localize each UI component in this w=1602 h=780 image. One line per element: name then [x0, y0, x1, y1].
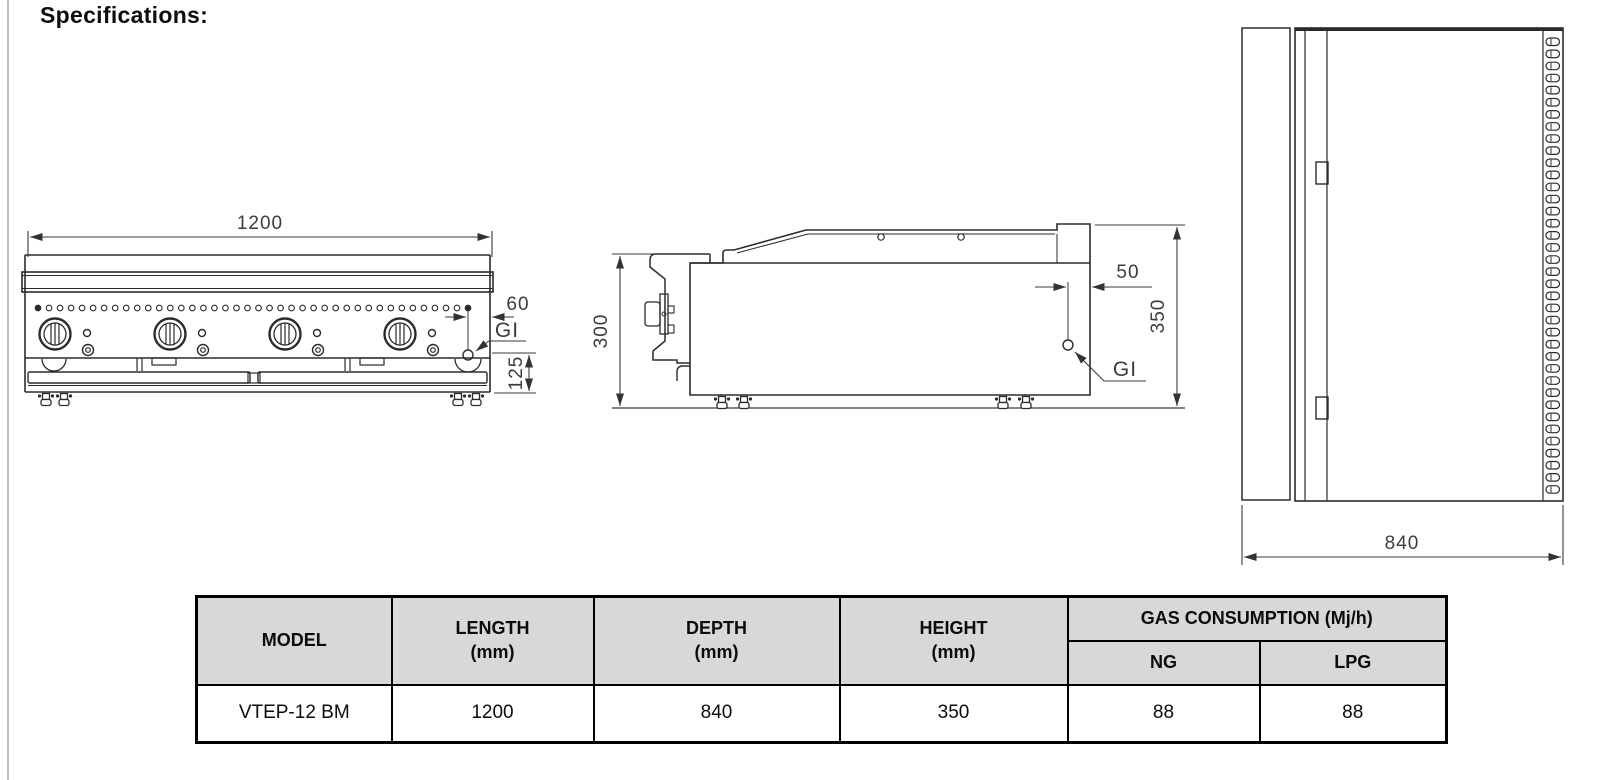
side-view-drawing: 300 50 350 GI	[591, 223, 1185, 410]
cell-height: 350	[838, 683, 1069, 743]
dimension-label-side-front-height: 300	[591, 314, 612, 349]
header-length-label: LENGTH	[455, 618, 530, 639]
cell-depth: 840	[592, 683, 841, 743]
dimension-label-side-total-height: 350	[1148, 299, 1169, 334]
page-title: Specifications:	[40, 2, 209, 28]
header-ng: NG	[1066, 639, 1261, 686]
dimension-label-front-gas-offset: 60	[506, 294, 529, 315]
header-height-unit: (mm)	[931, 641, 976, 662]
header-height: HEIGHT (mm)	[838, 595, 1069, 686]
specifications-table: MODEL LENGTH (mm) DEPTH (mm) HEIGHT (mm)…	[195, 595, 1448, 744]
header-depth: DEPTH (mm)	[592, 595, 841, 686]
gas-inlet-label-front: GI	[495, 319, 519, 342]
dimension-label-top-depth: 840	[1385, 533, 1420, 554]
header-lpg: LPG	[1258, 639, 1448, 686]
header-height-label: HEIGHT	[919, 618, 988, 639]
control-knobs	[38, 317, 440, 357]
header-model-label: MODEL	[261, 630, 327, 651]
dimension-label-side-gas-offset: 50	[1116, 262, 1139, 283]
header-length-unit: (mm)	[470, 641, 515, 662]
dimension-label-front-base-height: 125	[506, 356, 527, 391]
top-view-drawing: 840	[1241, 27, 1564, 565]
vent-hole-row	[34, 304, 472, 312]
header-model: MODEL	[195, 595, 393, 686]
cell-lpg: 88	[1258, 683, 1448, 743]
header-depth-unit: (mm)	[694, 641, 739, 662]
page-left-border	[7, 0, 9, 780]
header-depth-label: DEPTH	[685, 618, 747, 639]
vent-slot-column	[1545, 37, 1561, 494]
cell-ng: 88	[1066, 683, 1261, 743]
table-row: VTEP-12 BM 1200 840 350 88 88	[195, 683, 1448, 743]
header-gas-consumption: GAS CONSUMPTION (Mj/h)	[1066, 595, 1448, 642]
front-feet	[37, 392, 485, 407]
side-feet	[713, 395, 1035, 410]
cell-length: 1200	[390, 683, 595, 743]
dimension-label-front-width: 1200	[237, 213, 283, 234]
front-view-drawing: 1200 60 GI	[21, 213, 536, 407]
cell-model: VTEP-12 BM	[195, 683, 393, 743]
gas-inlet-label-side: GI	[1113, 358, 1137, 381]
header-length: LENGTH (mm)	[390, 595, 595, 686]
technical-drawings: 1200 60 GI	[21, 27, 1564, 565]
